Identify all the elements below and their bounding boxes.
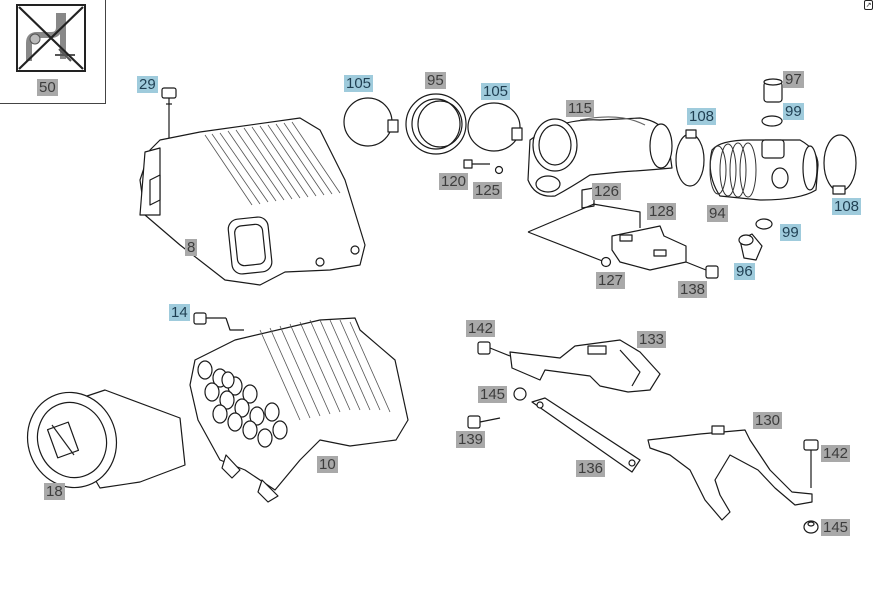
callout-105-right[interactable]: 105 <box>481 83 511 100</box>
part-136-strap[interactable] <box>531 397 641 473</box>
callout-108-left[interactable]: 108 <box>687 108 717 125</box>
callout-50[interactable]: 50 <box>37 79 58 96</box>
callout-94[interactable]: 94 <box>707 205 728 222</box>
callout-105-left[interactable]: 105 <box>344 75 374 92</box>
callout-127[interactable]: 127 <box>596 272 626 289</box>
part-130-bracket[interactable] <box>647 425 813 521</box>
part-142-bolt-right[interactable] <box>803 439 819 488</box>
part-105-clamp-right[interactable] <box>467 102 523 152</box>
callout-128[interactable]: 128 <box>647 203 677 220</box>
part-99-clamp-top[interactable] <box>761 115 783 127</box>
part-128-bracket[interactable] <box>611 225 687 271</box>
callout-99-bottom[interactable]: 99 <box>780 224 801 241</box>
callout-99-top[interactable]: 99 <box>783 103 804 120</box>
part-145-nut-left[interactable] <box>513 387 527 401</box>
part-142-bolt-left[interactable] <box>477 341 511 357</box>
callout-18[interactable]: 18 <box>44 483 65 500</box>
callout-130[interactable]: 130 <box>753 412 783 429</box>
callout-142-right[interactable]: 142 <box>821 445 851 462</box>
callout-14[interactable]: 14 <box>169 304 190 321</box>
no-hose-symbol-icon <box>16 4 86 72</box>
callout-108-right[interactable]: 108 <box>832 198 862 215</box>
part-120-screw[interactable] <box>463 159 490 169</box>
callout-29[interactable]: 29 <box>137 76 158 93</box>
part-18-filter[interactable] <box>14 380 186 500</box>
part-94-bellows[interactable] <box>709 139 819 201</box>
callout-139[interactable]: 139 <box>456 431 486 448</box>
callout-120[interactable]: 120 <box>439 173 469 190</box>
part-108-clamp-left[interactable] <box>675 129 705 187</box>
callout-145-left[interactable]: 145 <box>478 386 508 403</box>
callout-125[interactable]: 125 <box>473 182 503 199</box>
part-105-clamp-left[interactable] <box>343 97 399 147</box>
callout-126[interactable]: 126 <box>592 183 622 200</box>
part-97-cap[interactable] <box>763 78 783 103</box>
callout-133[interactable]: 133 <box>637 331 667 348</box>
callout-142-left[interactable]: 142 <box>466 320 496 337</box>
callout-136[interactable]: 136 <box>576 460 606 477</box>
part-10-manifold[interactable] <box>189 317 409 503</box>
part-145-nut-right[interactable] <box>803 520 819 534</box>
part-8-housing[interactable] <box>139 117 366 286</box>
callout-10[interactable]: 10 <box>317 456 338 473</box>
part-108-clamp-right[interactable] <box>823 134 857 195</box>
part-95-ring[interactable] <box>405 93 467 155</box>
callout-97[interactable]: 97 <box>783 71 804 88</box>
part-138-bolt[interactable] <box>685 261 719 279</box>
callout-138[interactable]: 138 <box>678 281 708 298</box>
part-125-washer[interactable] <box>494 165 504 175</box>
callout-96[interactable]: 96 <box>734 263 755 280</box>
part-127-nut[interactable] <box>600 256 612 268</box>
part-99-clamp-bottom[interactable] <box>755 218 773 230</box>
part-96-fitting[interactable] <box>738 233 763 261</box>
part-14-bolt[interactable] <box>193 312 244 331</box>
part-126-clip[interactable] <box>581 187 595 209</box>
part-139-bolt[interactable] <box>467 415 501 429</box>
part-133-bracket[interactable] <box>509 339 661 393</box>
callout-8[interactable]: 8 <box>185 239 198 256</box>
callout-145-right[interactable]: 145 <box>821 519 851 536</box>
callout-115[interactable]: 115 <box>566 100 594 117</box>
part-115-duct[interactable] <box>527 116 673 197</box>
callout-95[interactable]: 95 <box>425 72 446 89</box>
part-29-bolt[interactable] <box>161 87 177 148</box>
